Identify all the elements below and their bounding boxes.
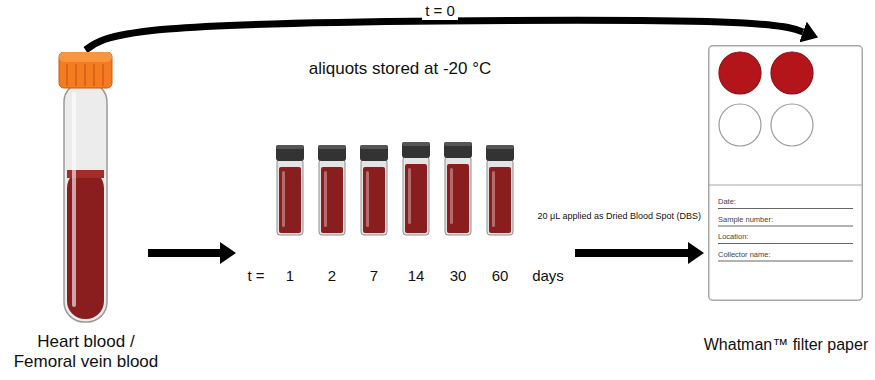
card-divider	[709, 184, 862, 185]
vial-blood	[279, 167, 301, 233]
vial-glass	[319, 159, 345, 235]
vial-highlight	[324, 171, 327, 227]
node-label: aliquots stored at -20 °C	[240, 59, 560, 79]
vial-cap-top	[402, 142, 430, 146]
time-label: days	[532, 267, 564, 285]
vial-cap	[360, 145, 388, 161]
day-number: 1	[286, 267, 294, 285]
filter-card: Date: Sample number: Location: Collector na…	[708, 45, 863, 301]
form-line	[718, 243, 853, 244]
form-field: Location:	[718, 232, 748, 241]
cap-ridge	[66, 64, 68, 86]
glass-highlight	[72, 92, 76, 307]
vial-group-art	[240, 55, 560, 260]
time-label: t =	[247, 267, 264, 285]
process-arrow	[575, 249, 688, 257]
process-arrow	[148, 249, 220, 257]
form-line	[718, 226, 853, 227]
vial-cap-top	[444, 142, 472, 146]
form-line	[718, 208, 853, 209]
form-field: Collector name:	[718, 250, 771, 259]
tube-cap	[59, 52, 112, 88]
form-field: Sample number:	[718, 215, 773, 224]
vial-cap-top	[276, 145, 304, 149]
empty-spot	[719, 104, 761, 146]
vial-glass	[487, 159, 513, 235]
blood-tube-art	[58, 52, 113, 324]
vial-blood	[405, 164, 427, 233]
vial-cap-top	[318, 145, 346, 149]
vial-highlight	[408, 168, 411, 224]
vial-group: aliquots stored at -20 °C	[240, 55, 560, 260]
vial-highlight	[366, 171, 369, 227]
blood-spot	[719, 52, 761, 94]
vial-cap-top	[486, 145, 514, 149]
vial-glass	[403, 156, 429, 235]
vial-cap	[276, 145, 304, 161]
blood-spot	[771, 52, 813, 94]
vial-cap	[444, 142, 472, 158]
blood-tube: Heart blood / Femoral vein blood	[58, 52, 113, 324]
edge-label: t = 0	[422, 2, 458, 20]
form-field: Date:	[718, 197, 736, 206]
vial-cap	[486, 145, 514, 161]
vial-highlight	[492, 171, 495, 227]
vial-blood	[321, 167, 343, 233]
day-number: 2	[328, 267, 336, 285]
tube-glass	[64, 82, 107, 322]
node-label: Whatman™ filter paper	[696, 335, 875, 355]
day-number: 14	[408, 267, 425, 285]
vial-highlight	[450, 168, 453, 224]
day-number: 30	[450, 267, 467, 285]
vial-cap	[402, 142, 430, 158]
node-label: Heart blood / Femoral vein blood	[6, 332, 166, 372]
cap-ridge	[84, 64, 86, 86]
curved-arrow	[86, 20, 804, 50]
day-number: 60	[492, 267, 509, 285]
vial-blood	[489, 167, 511, 233]
vial-glass	[361, 159, 387, 235]
vial-blood	[363, 167, 385, 233]
filter-card-art	[708, 45, 863, 301]
cap-top	[59, 52, 112, 62]
form-line	[718, 261, 853, 262]
vial-glass	[445, 156, 471, 235]
cap-ridge	[102, 64, 104, 86]
cap-ridge	[75, 64, 77, 86]
vial-blood	[447, 164, 469, 233]
day-number: 7	[370, 267, 378, 285]
vial-highlight	[282, 171, 285, 227]
cap-ridge	[93, 64, 95, 86]
edge-label: 20 μL applied as Dried Blood Spot (DBS)	[535, 210, 704, 222]
vial-cap-top	[360, 145, 388, 149]
empty-spot	[771, 104, 813, 146]
vial-glass	[277, 159, 303, 235]
card-outline	[709, 46, 863, 301]
vial-cap	[318, 145, 346, 161]
